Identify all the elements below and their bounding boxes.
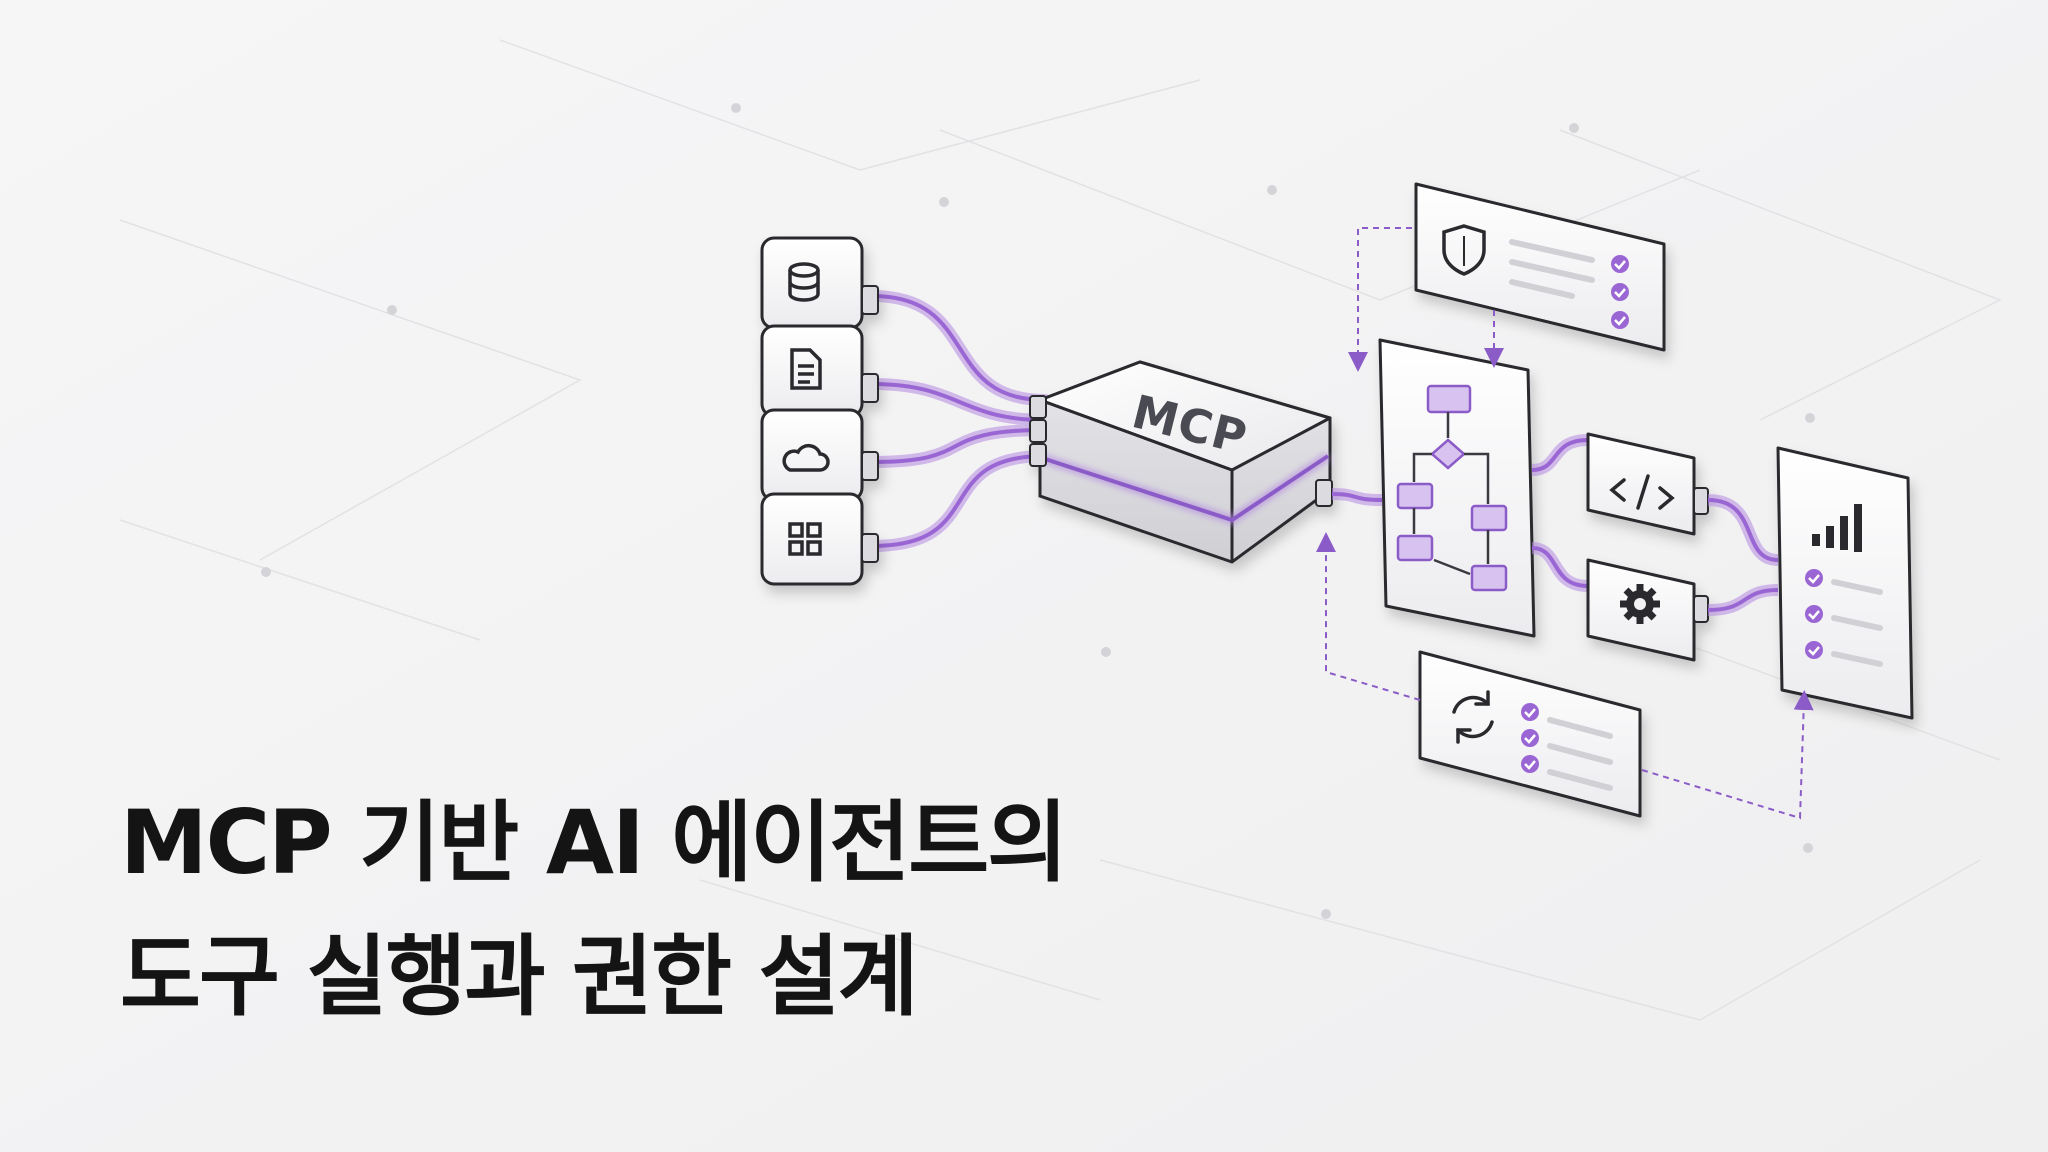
mcp-hub	[1029, 360, 1333, 564]
bar-chart-icon	[1812, 504, 1862, 552]
source-card-apps	[760, 492, 879, 586]
background-grid	[119, 39, 2002, 1021]
apps-grid-icon	[788, 522, 822, 556]
document-icon	[790, 348, 822, 390]
refresh-icon	[1452, 690, 1494, 744]
title-line-2: 도구 실행과 권한 설계	[120, 925, 919, 1028]
policy-checklist	[1509, 239, 1629, 329]
source-card-cloud	[760, 408, 879, 502]
feedback-checklist	[1521, 703, 1613, 791]
workflow-panel	[1378, 338, 1536, 638]
tool-output-cables	[1707, 494, 1779, 616]
source-card-database	[760, 236, 879, 330]
cloud-icon	[782, 443, 830, 472]
dashed-flow-arrows	[1316, 227, 1814, 820]
source-card-document	[760, 324, 879, 418]
workflow-tool-cables	[1531, 434, 1589, 592]
flowchart-icon	[1396, 384, 1508, 592]
database-icon	[788, 262, 820, 302]
shield-icon	[1442, 224, 1486, 276]
output-checklist	[1805, 569, 1883, 667]
page-title: MCP 기반 AI 에이전트의 도구 실행과 권한 설계	[120, 776, 1068, 1044]
hub-workflow-cable	[1331, 488, 1383, 506]
source-cables	[866, 290, 1051, 552]
title-line-1: MCP 기반 AI 에이전트의	[120, 791, 1068, 894]
code-icon	[1609, 474, 1675, 510]
gear-icon	[1620, 584, 1660, 624]
tool-card-code	[1586, 432, 1709, 536]
background-dots	[261, 103, 1815, 919]
